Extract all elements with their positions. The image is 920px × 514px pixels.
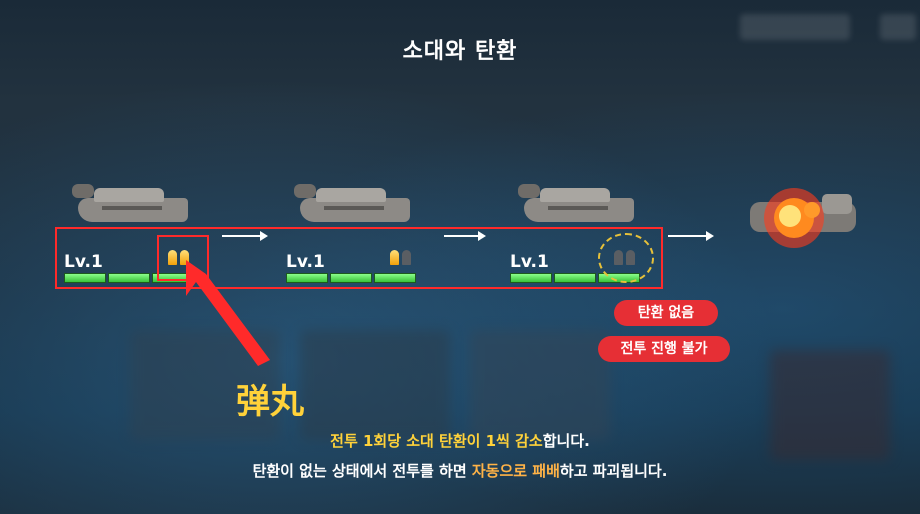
no-ammo-badge: 탄환 없음 bbox=[614, 300, 718, 326]
cannot-battle-badge: 전투 진행 불가 bbox=[598, 336, 730, 362]
ammo-highlight-box bbox=[157, 235, 209, 281]
ship-3 bbox=[518, 184, 638, 236]
arrow-right-icon bbox=[668, 231, 714, 241]
bg-panel bbox=[470, 330, 610, 440]
ammo-full-icon bbox=[168, 250, 177, 265]
ammo-empty-icon bbox=[402, 250, 411, 265]
message-text: 탄환이 없는 상태에서 전투를 하면 bbox=[252, 462, 472, 480]
hp-bar bbox=[286, 273, 328, 283]
message-highlight: 전투 1회당 소대 탄환이 1씩 감소 bbox=[330, 432, 543, 450]
hp-bar bbox=[330, 273, 372, 283]
message-text: 하고 파괴됩니다. bbox=[559, 462, 668, 480]
level-label: Lv.1 bbox=[286, 252, 325, 272]
ship-2 bbox=[294, 184, 414, 236]
message-highlight: 자동으로 패배 bbox=[471, 462, 560, 480]
highlight-box bbox=[55, 227, 663, 289]
top-right-control bbox=[740, 14, 850, 40]
bg-panel bbox=[770, 350, 890, 460]
message-line-2: 탄환이 없는 상태에서 전투를 하면 자동으로 패배하고 파괴됩니다. bbox=[0, 460, 920, 481]
explosion-icon bbox=[750, 188, 856, 248]
arrow-right-icon bbox=[222, 231, 268, 241]
hp-bar bbox=[510, 273, 552, 283]
bullet-label: 弹丸 bbox=[236, 382, 304, 422]
hp-bar bbox=[64, 273, 106, 283]
page-title: 소대와 탄환 bbox=[402, 39, 518, 64]
level-label: Lv.1 bbox=[64, 252, 103, 272]
ammo-full-icon bbox=[390, 250, 399, 265]
hp-bar bbox=[554, 273, 596, 283]
no-ammo-circle bbox=[598, 233, 654, 283]
arrow-right-icon bbox=[444, 231, 486, 241]
bg-panel bbox=[300, 330, 450, 440]
message-text: 합니다. bbox=[542, 432, 590, 450]
top-right-icon bbox=[880, 14, 916, 40]
message-line-1: 전투 1회당 소대 탄환이 1씩 감소합니다. bbox=[0, 430, 920, 451]
hp-bar bbox=[108, 273, 150, 283]
ammo-full-icon bbox=[180, 250, 189, 265]
ship-1 bbox=[72, 184, 192, 236]
level-label: Lv.1 bbox=[510, 252, 549, 272]
hp-bar bbox=[374, 273, 416, 283]
